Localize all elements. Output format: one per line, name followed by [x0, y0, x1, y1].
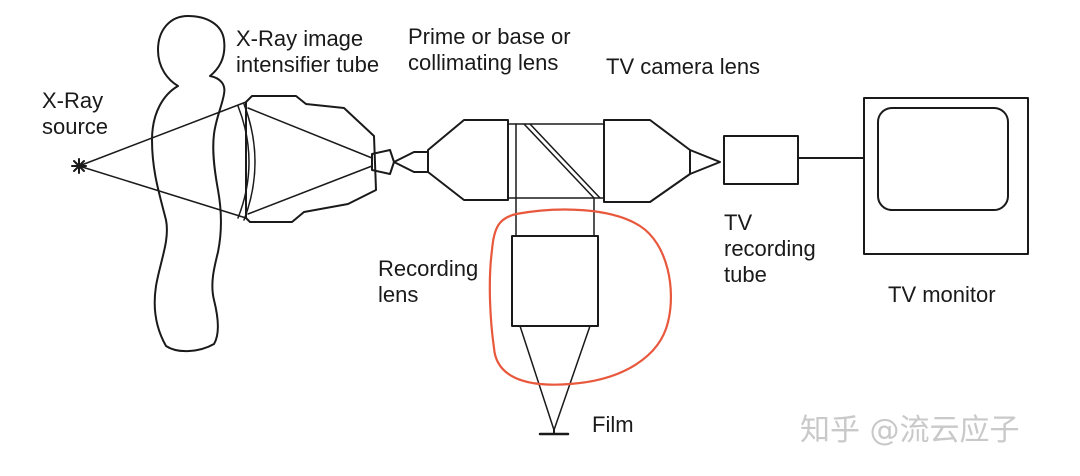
label-xray-source-line2: source	[42, 114, 109, 139]
label-recording-lens-line1: Recording	[378, 256, 479, 281]
tv-recording-tube	[723, 135, 799, 185]
image-intensifier-tube	[237, 95, 395, 223]
label-tv-recording-tube-line3: tube	[724, 262, 767, 287]
tv-monitor	[863, 97, 1029, 255]
tv-camera-lens	[603, 119, 691, 203]
film-projection	[519, 325, 591, 431]
label-intensifier-line1: X-Ray image	[236, 26, 364, 51]
patient-body-silhouette	[151, 15, 226, 352]
label-recording-lens-line2: lens	[378, 282, 419, 307]
label-tv-camera-lens: TV camera lens	[606, 54, 761, 79]
label-intensifier-line2: intensifier tube	[236, 52, 380, 77]
label-intensifier: X-Ray image intensifier tube	[236, 26, 379, 78]
label-xray-source: X-Ray source	[42, 88, 108, 140]
label-recording-lens: Recording lens	[378, 256, 478, 308]
label-prime-lens-line1: Prime or base or	[408, 24, 571, 49]
label-film: Film	[592, 412, 634, 437]
label-tv-monitor: TV monitor	[888, 282, 996, 307]
label-xray-source-line1: X-Ray	[42, 88, 104, 113]
label-tv-recording-tube-line2: recording	[724, 236, 816, 261]
beam-splitter	[507, 123, 605, 237]
label-tv-recording-tube-line1: TV	[724, 210, 753, 235]
label-tv-recording-tube: TV recording tube	[724, 210, 816, 288]
watermark: 知乎 @流云应子	[800, 413, 1020, 448]
output-coupling	[393, 151, 429, 173]
label-prime-lens-line2: collimating lens	[408, 50, 559, 75]
tv-camera-lens-tip	[689, 149, 721, 175]
prime-collimating-lens	[427, 119, 509, 201]
highlight-circle	[488, 208, 672, 386]
label-prime-lens: Prime or base or collimating lens	[408, 24, 571, 76]
recording-lens-camera	[511, 235, 599, 327]
